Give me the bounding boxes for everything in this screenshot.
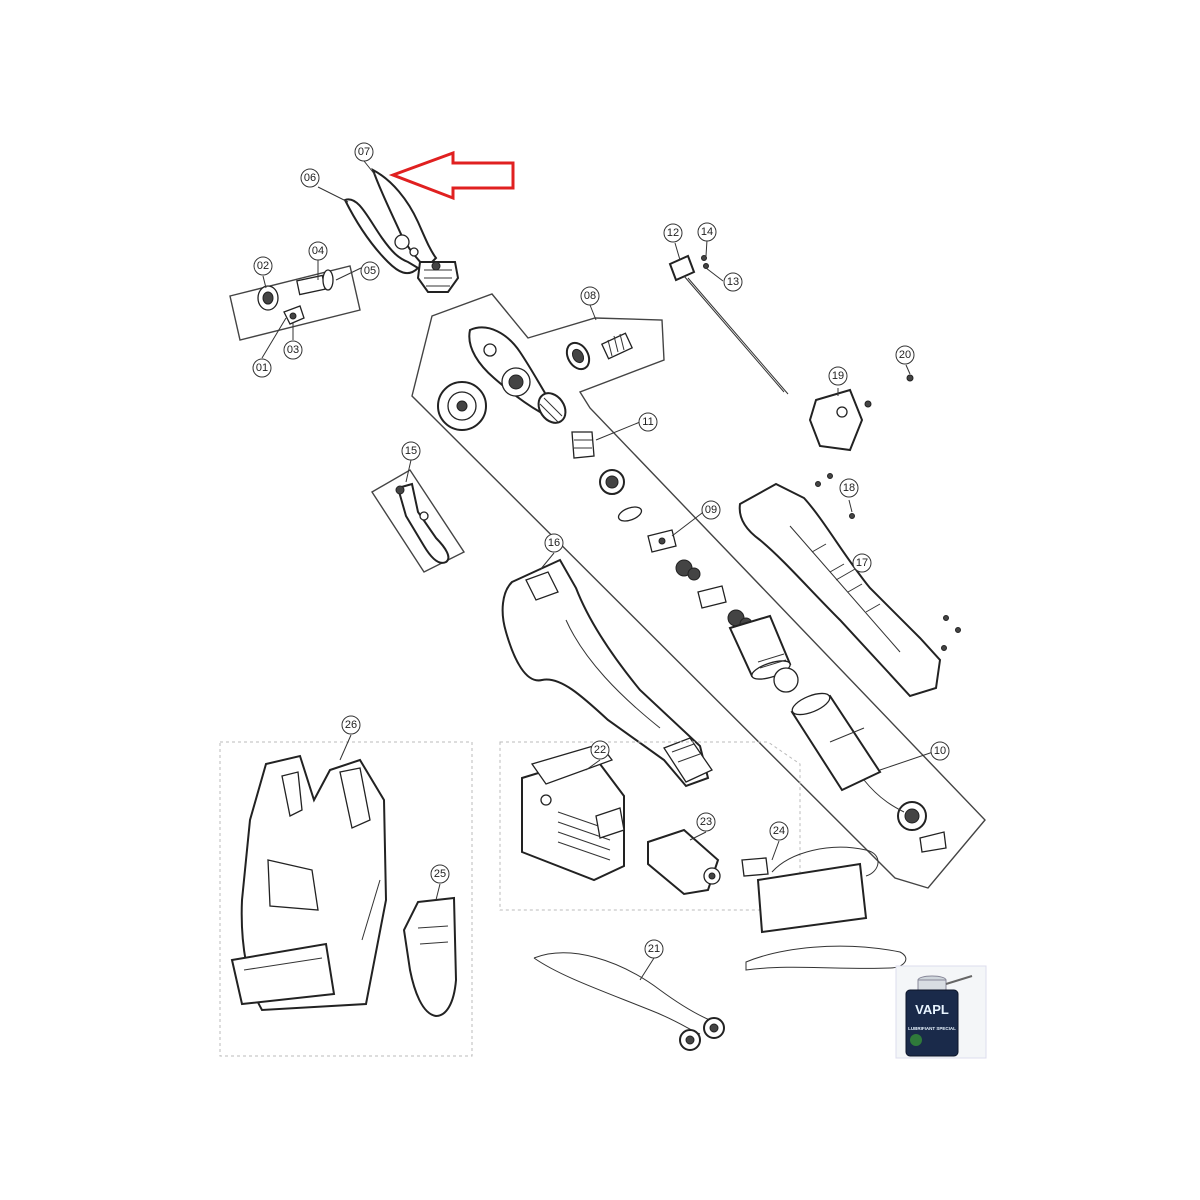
svg-text:25: 25 <box>434 868 446 880</box>
callout-12: 12 <box>663 223 683 243</box>
callout-13: 13 <box>723 272 743 292</box>
callout-10: 10 <box>930 741 950 761</box>
leader-lines <box>261 160 937 981</box>
svg-text:23: 23 <box>700 816 712 828</box>
svg-text:13: 13 <box>727 276 739 288</box>
callout-26: 26 <box>341 715 361 735</box>
handle-left-half <box>501 558 713 788</box>
callout-06: 06 <box>300 168 320 188</box>
callout-18: 18 <box>839 478 859 498</box>
blade-assembly <box>343 167 460 293</box>
can-brand-text: VAPL <box>915 1002 949 1017</box>
callout-04: 04 <box>308 241 328 261</box>
highlight-arrow <box>388 150 515 201</box>
svg-text:11: 11 <box>642 416 653 428</box>
svg-text:14: 14 <box>701 226 713 238</box>
callout-07: 07 <box>354 142 374 162</box>
svg-text:05: 05 <box>364 265 376 277</box>
callout-16: 16 <box>544 533 564 553</box>
svg-text:07: 07 <box>358 146 370 158</box>
handle-right-half <box>738 473 961 698</box>
connector-rod <box>668 254 789 395</box>
callout-15: 15 <box>401 441 421 461</box>
callout-19: 19 <box>828 366 848 386</box>
rear-cap <box>808 374 914 452</box>
svg-text:21: 21 <box>648 943 660 955</box>
drive-train <box>571 431 947 853</box>
callout-08: 08 <box>580 286 600 306</box>
pivot-parts-group <box>229 265 361 341</box>
svg-text:26: 26 <box>345 719 357 731</box>
callout-03: 03 <box>283 340 303 360</box>
svg-text:12: 12 <box>667 227 679 239</box>
callout-21: 21 <box>644 939 664 959</box>
svg-text:24: 24 <box>773 825 785 837</box>
svg-text:22: 22 <box>594 744 606 756</box>
callout-23: 23 <box>696 812 716 832</box>
svg-text:08: 08 <box>584 290 596 302</box>
svg-text:04: 04 <box>312 245 324 257</box>
callout-22: 22 <box>590 740 610 760</box>
svg-text:18: 18 <box>843 482 855 494</box>
svg-text:20: 20 <box>899 349 911 361</box>
callout-01: 01 <box>252 358 272 378</box>
callout-25: 25 <box>430 864 450 884</box>
callout-11: 11 <box>638 412 658 432</box>
svg-text:01: 01 <box>256 362 268 374</box>
callout-09: 09 <box>701 500 721 520</box>
svg-text:16: 16 <box>548 537 560 549</box>
callout-17: 17 <box>852 553 872 573</box>
head-housing <box>437 326 634 431</box>
svg-text:06: 06 <box>304 172 316 184</box>
callout-02: 02 <box>253 256 273 276</box>
harness-area <box>219 741 473 1057</box>
callout-14: 14 <box>697 222 717 242</box>
lubricant-can-photo: VAPL LUBRIFIANT SPECIAL <box>895 965 987 1059</box>
svg-text:15: 15 <box>405 445 417 457</box>
callout-05: 05 <box>360 261 380 281</box>
svg-text:17: 17 <box>856 557 868 569</box>
callout-20: 20 <box>895 345 915 365</box>
svg-text:10: 10 <box>934 745 946 757</box>
can-small-text: LUBRIFIANT SPECIAL <box>908 1026 956 1031</box>
svg-text:09: 09 <box>705 504 717 516</box>
trigger-part <box>371 469 466 573</box>
main-housing-frame <box>411 293 986 889</box>
svg-text:03: 03 <box>287 344 299 356</box>
callout-24: 24 <box>769 821 789 841</box>
svg-text:19: 19 <box>832 370 844 382</box>
extension-cable <box>533 952 725 1051</box>
svg-text:02: 02 <box>257 260 269 272</box>
